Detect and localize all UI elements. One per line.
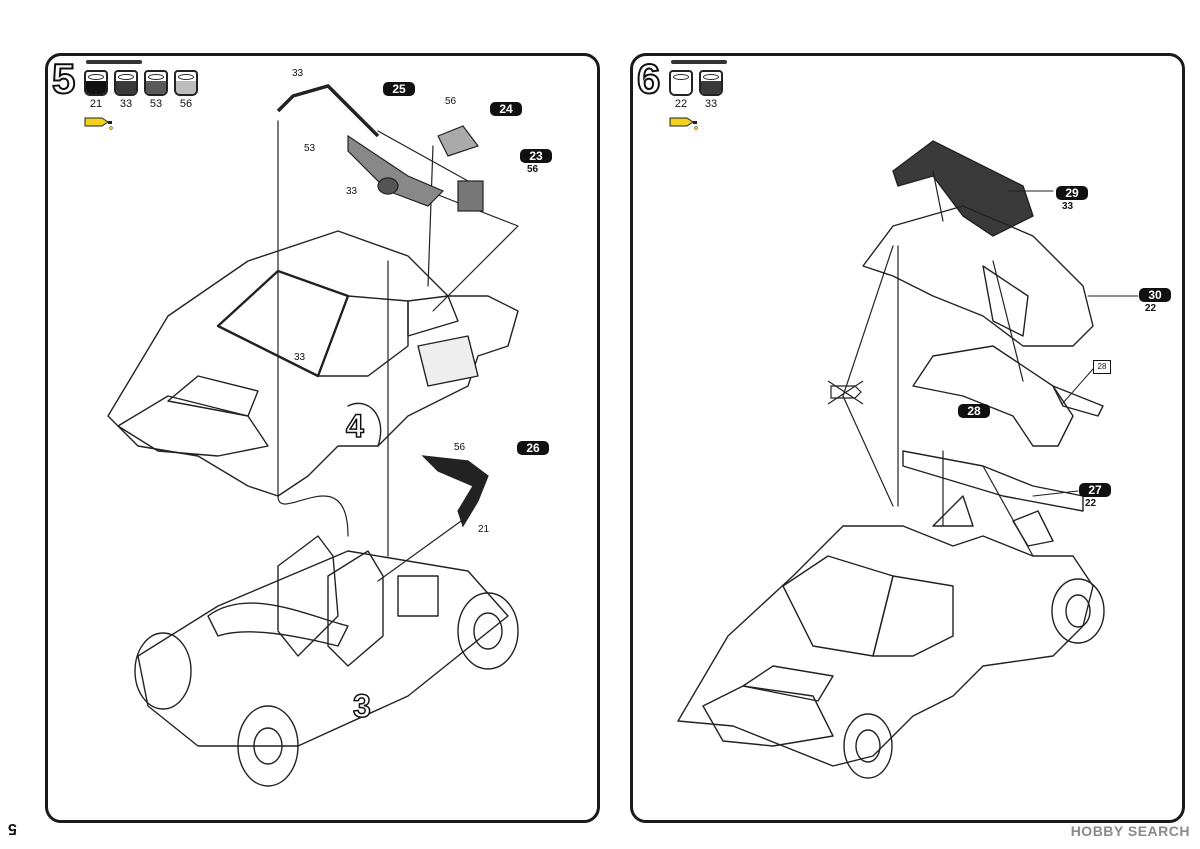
windscreen	[216, 269, 350, 378]
exhaust-manifold	[276, 84, 380, 138]
intake-part	[437, 125, 479, 157]
guide-line	[427, 145, 434, 287]
engine-cover-part	[912, 345, 1074, 447]
rear-clamshell-part	[862, 205, 1094, 347]
paint-label: 21	[478, 524, 490, 535]
dash-bar	[207, 602, 349, 647]
part-28-ref-box: 28	[1093, 360, 1111, 374]
step-6-illustration	[677, 140, 1139, 779]
part-tag-26: 26	[517, 441, 549, 455]
sub-assembly-3-label: 3	[352, 687, 371, 725]
shifter-part	[421, 455, 489, 528]
guide-line	[932, 170, 944, 222]
paint-pot-icon	[114, 70, 138, 96]
brush-icon	[86, 60, 142, 64]
no-glue-icon	[827, 380, 864, 405]
part-tag-30: 30	[1139, 288, 1171, 302]
rear-wing-part	[892, 140, 1034, 237]
paint-label: 56	[445, 96, 457, 107]
part-29-paint: 33	[1062, 201, 1074, 212]
part-27-paint: 22	[1085, 498, 1097, 509]
wheel-rear	[1051, 578, 1105, 644]
paint-pot-icon	[144, 70, 168, 96]
paint-pot-icon	[84, 70, 108, 96]
part-tag-29: 29	[1056, 186, 1088, 200]
paint-pot: 22	[669, 70, 693, 110]
seat-right	[327, 550, 384, 667]
paint-code: 21	[89, 98, 103, 110]
paint-list: 22 33	[669, 70, 723, 110]
paint-code: 33	[704, 98, 718, 110]
paint-pot: 56	[174, 70, 198, 110]
part-tag-25: 25	[383, 82, 415, 96]
page-number: 5	[8, 820, 17, 837]
step-number: 5	[51, 55, 76, 102]
paint-code: 33	[119, 98, 133, 110]
wheel-front	[843, 713, 893, 779]
part-tag-27: 27	[1079, 483, 1111, 497]
part-23-paint: 56	[527, 164, 539, 175]
part-tag-28: 28	[958, 404, 990, 418]
paint-label: 33	[292, 68, 304, 79]
rollbar-part	[902, 450, 1084, 512]
part-tag-23: 23	[520, 149, 552, 163]
paint-pot: 53	[144, 70, 168, 110]
glue-tube-icon	[84, 117, 113, 130]
ecu-box-part	[457, 180, 484, 212]
guide-line	[992, 260, 1024, 382]
paint-pot-icon	[174, 70, 198, 96]
step-5-illustration	[107, 84, 519, 787]
assembled-car-body	[677, 525, 1094, 767]
paint-pot-icon	[699, 70, 723, 96]
step-number: 6	[636, 55, 661, 102]
hobby-search-watermark: HOBBY SEARCH	[1070, 823, 1190, 839]
paint-code: 22	[674, 98, 688, 110]
filter-part	[377, 177, 399, 195]
step-5-panel: 5 21 33 53 56	[45, 53, 600, 823]
part-tag-24: 24	[490, 102, 522, 116]
paint-label: 33	[346, 186, 358, 197]
paint-label: 33	[294, 352, 306, 363]
paint-pot: 21	[84, 70, 108, 110]
part-30-paint: 22	[1145, 303, 1157, 314]
glue-tube-icon	[669, 117, 698, 130]
paint-label: 53	[304, 143, 316, 154]
seat-left	[277, 535, 339, 657]
wheel-rear-right	[457, 592, 519, 670]
chassis-floor	[137, 550, 509, 747]
paint-code: 56	[179, 98, 193, 110]
paint-pot: 33	[114, 70, 138, 110]
paint-label: 56	[454, 442, 466, 453]
paint-code: 53	[149, 98, 163, 110]
wheel-front-right	[237, 705, 299, 787]
paint-pot-icon	[669, 70, 693, 96]
wheel-front-left	[134, 632, 192, 710]
guide-line	[377, 130, 469, 182]
paint-pot: 33	[699, 70, 723, 110]
guide-line	[842, 245, 894, 507]
guide-line	[982, 465, 1034, 557]
guide-line	[377, 515, 469, 582]
step-6-panel: 6 22 33	[630, 53, 1185, 823]
guide-line	[277, 120, 349, 537]
brush-icon	[671, 60, 727, 64]
sub-assembly-4-label: 4	[345, 407, 364, 445]
paint-list: 21 33 53 56	[84, 70, 198, 110]
